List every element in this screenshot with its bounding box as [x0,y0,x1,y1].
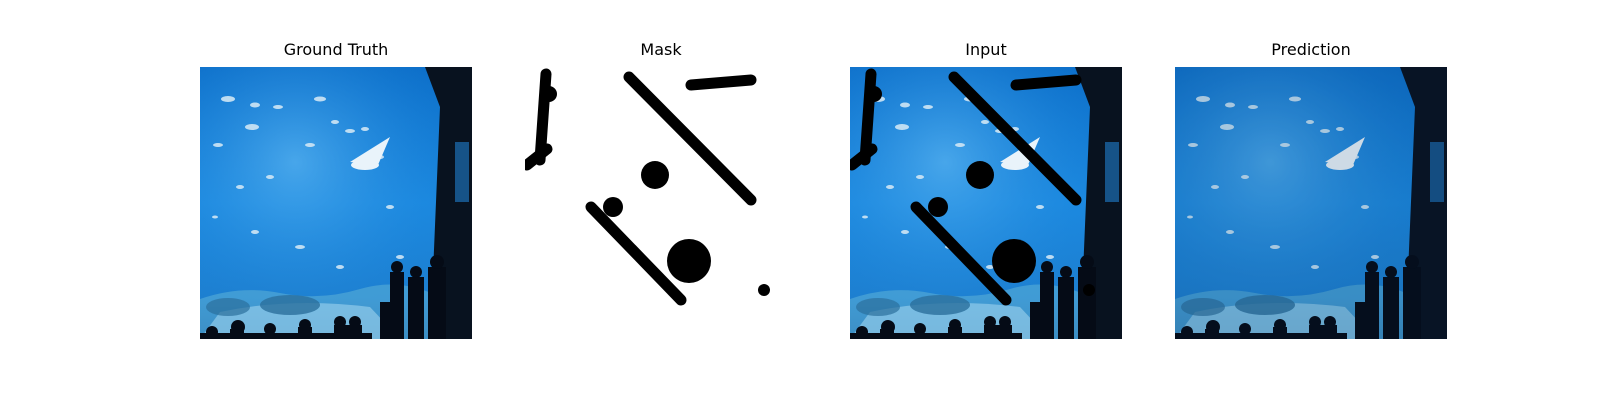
input-image [850,67,1122,339]
prediction-title: Prediction [1271,40,1351,59]
ground-truth-title: Ground Truth [283,40,389,59]
mask-image [525,67,797,339]
mask-title: Mask [640,40,682,59]
prediction-image [1175,67,1447,339]
input-title: Input [965,40,1007,59]
ground-truth-image [200,67,472,339]
